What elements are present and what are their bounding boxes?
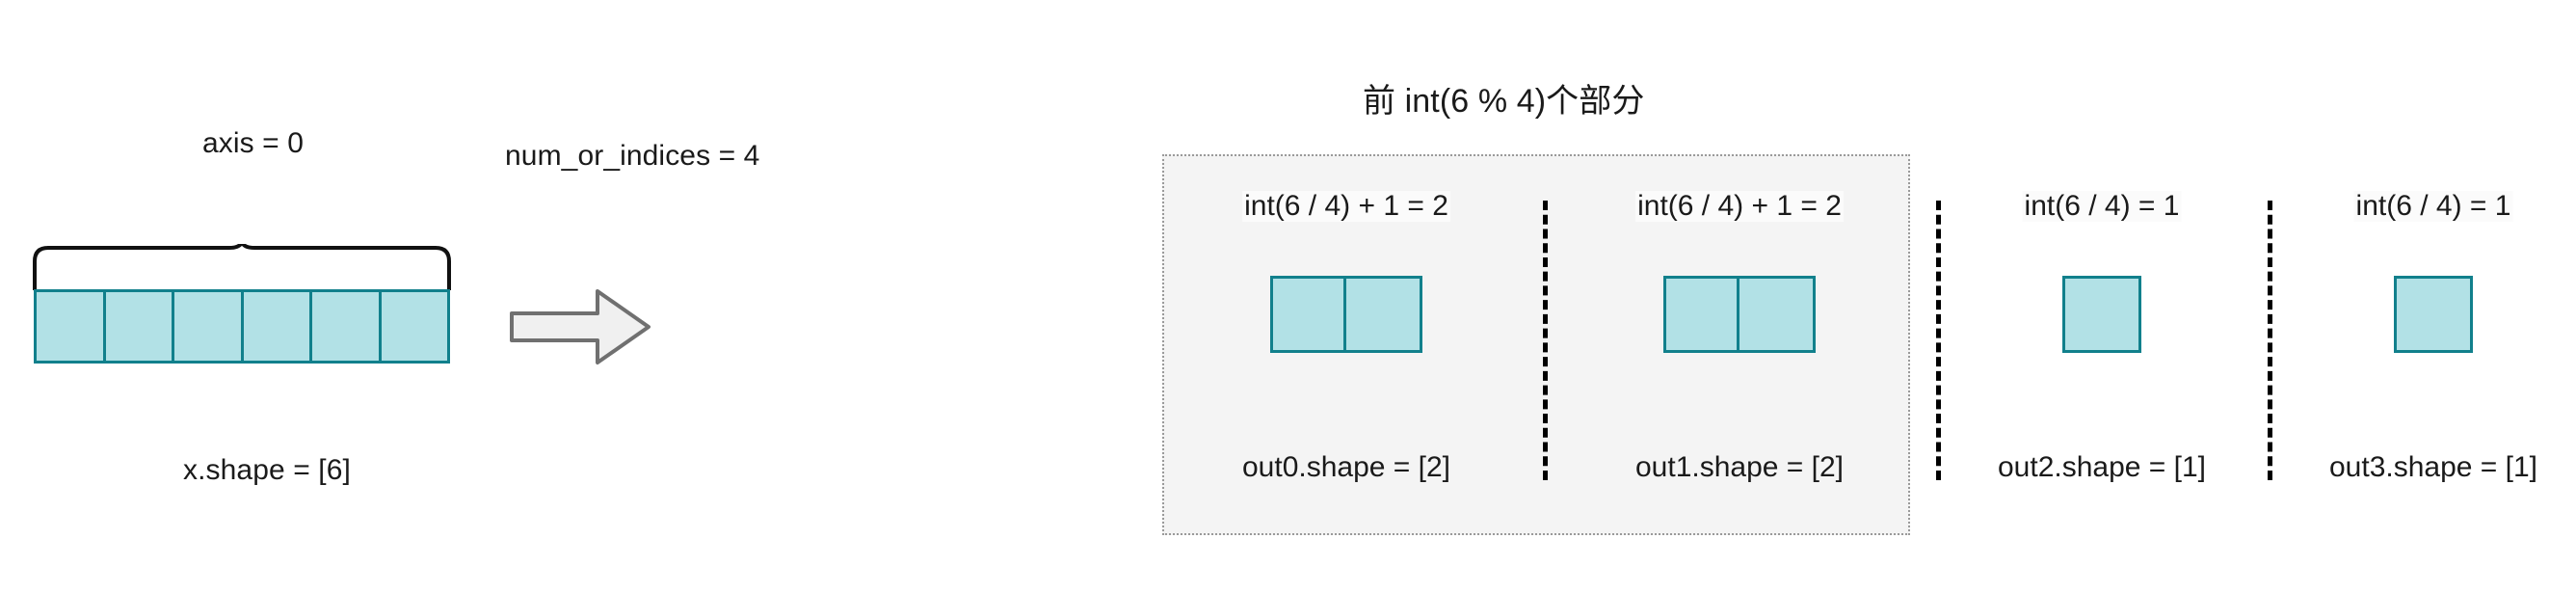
group-boxes bbox=[2062, 276, 2141, 353]
group-divider bbox=[2268, 201, 2272, 480]
input-cell bbox=[174, 292, 244, 361]
group-divider bbox=[1936, 201, 1941, 480]
output-group-2: int(6 / 4) = 1 out2.shape = [1] bbox=[1972, 191, 2232, 509]
input-cell bbox=[381, 292, 447, 361]
axis-brace-icon bbox=[33, 244, 451, 290]
group-boxes bbox=[1663, 276, 1816, 353]
output-group-0: int(6 / 4) + 1 = 2 out0.shape = [2] bbox=[1187, 191, 1505, 509]
input-cell bbox=[37, 292, 106, 361]
right-block-arrow-icon bbox=[510, 289, 651, 364]
output-cell bbox=[2397, 279, 2470, 350]
group-boxes bbox=[2394, 276, 2473, 353]
input-cell bbox=[312, 292, 382, 361]
num-or-indices-label: num_or_indices = 4 bbox=[505, 140, 760, 172]
group-formula: int(6 / 4) = 1 bbox=[2022, 190, 2182, 222]
group-shape-label: out1.shape = [2] bbox=[1634, 451, 1845, 483]
panel-title: 前 int(6 % 4)个部分 bbox=[1363, 83, 1645, 120]
group-boxes bbox=[1270, 276, 1422, 353]
output-cell bbox=[2065, 279, 2138, 350]
group-formula: int(6 / 4) + 1 = 2 bbox=[1242, 190, 1450, 222]
output-cell bbox=[1666, 279, 1739, 350]
output-cell bbox=[1346, 279, 1420, 350]
group-formula: int(6 / 4) = 1 bbox=[2353, 190, 2513, 222]
group-shape-label: out2.shape = [1] bbox=[1997, 451, 2207, 483]
group-divider bbox=[1543, 201, 1548, 480]
group-formula: int(6 / 4) + 1 = 2 bbox=[1635, 190, 1844, 222]
output-group-3: int(6 / 4) = 1 out3.shape = [1] bbox=[2303, 191, 2563, 509]
output-cell bbox=[1273, 279, 1346, 350]
output-group-1: int(6 / 4) + 1 = 2 out1.shape = [2] bbox=[1580, 191, 1899, 509]
input-shape-label: x.shape = [6] bbox=[183, 454, 351, 486]
group-shape-label: out3.shape = [1] bbox=[2328, 451, 2538, 483]
group-shape-label: out0.shape = [2] bbox=[1241, 451, 1451, 483]
input-cell bbox=[243, 292, 312, 361]
axis-label: axis = 0 bbox=[202, 127, 305, 159]
output-cell bbox=[1739, 279, 1813, 350]
input-cell bbox=[105, 292, 174, 361]
input-array bbox=[34, 289, 450, 364]
